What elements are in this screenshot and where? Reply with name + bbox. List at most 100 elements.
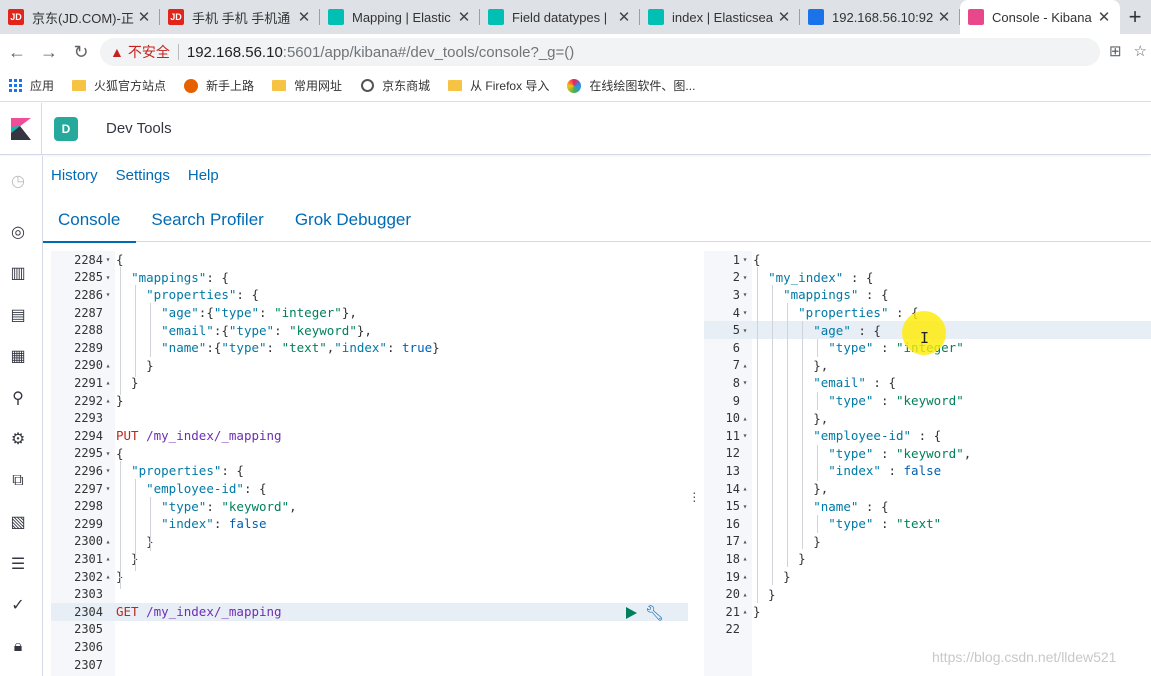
code-line[interactable]: 17▴ }	[704, 533, 1151, 551]
code-line[interactable]: 16 "type" : "text"	[704, 515, 1151, 533]
browser-tab[interactable]: Field datatypes |✕	[480, 0, 640, 34]
code-line[interactable]: 20▴ }	[704, 585, 1151, 603]
space-avatar[interactable]: D	[54, 116, 78, 141]
tab-console[interactable]: Console	[43, 198, 137, 243]
browser-tab[interactable]: Console - Kibana✕	[960, 0, 1120, 34]
bookmark-item[interactable]: 新手上路	[184, 77, 254, 94]
fold-toggle-icon[interactable]: ▴	[742, 413, 748, 423]
fold-toggle-icon[interactable]: ▾	[742, 378, 748, 388]
fold-toggle-icon[interactable]: ▴	[105, 360, 111, 370]
fold-toggle-icon[interactable]: ▴	[105, 378, 111, 388]
fold-toggle-icon[interactable]: ▾	[742, 272, 748, 282]
fold-toggle-icon[interactable]: ▾	[742, 431, 748, 441]
bookmark-star-icon[interactable]: ☆	[1133, 43, 1147, 60]
help-link[interactable]: Help	[187, 167, 219, 184]
maps-icon[interactable]: ⚲	[12, 390, 24, 407]
code-line[interactable]: 2288 "email":{"type": "keyword"},	[51, 321, 688, 339]
discover-compass-icon[interactable]: ◎	[11, 224, 25, 241]
code-line[interactable]: 9 "type" : "keyword"	[704, 392, 1151, 410]
ml-icon[interactable]: ⚙	[10, 431, 26, 448]
recent-clock-icon[interactable]: ◷	[11, 173, 25, 190]
fold-toggle-icon[interactable]: ▴	[105, 396, 111, 406]
fold-toggle-icon[interactable]: ▾	[105, 484, 111, 494]
code-line[interactable]: 2297▾ "employee-id": {	[51, 480, 688, 498]
code-line[interactable]: 2▾ "my_index" : {	[704, 269, 1151, 287]
close-tab-icon[interactable]: ✕	[457, 9, 471, 26]
fold-toggle-icon[interactable]: ▾	[105, 290, 111, 300]
close-tab-icon[interactable]: ✕	[617, 9, 631, 26]
fold-toggle-icon[interactable]: ▴	[742, 484, 748, 494]
bookmark-item[interactable]: 火狐官方站点	[72, 77, 166, 94]
dashboard-icon[interactable]: ▤	[10, 307, 26, 324]
code-line[interactable]: 21▴}	[704, 603, 1151, 621]
close-tab-icon[interactable]: ✕	[937, 9, 951, 26]
translate-icon[interactable]: ⊞	[1108, 43, 1122, 60]
code-line[interactable]: 14▴ },	[704, 480, 1151, 498]
kibana-logo-icon[interactable]	[0, 102, 42, 155]
bookmark-item[interactable]: 常用网址	[272, 77, 342, 94]
logs-icon[interactable]: ▧	[10, 514, 26, 531]
browser-tab[interactable]: Mapping | Elastic✕	[320, 0, 480, 34]
new-tab-button[interactable]: +	[1128, 4, 1142, 29]
code-line[interactable]: 2306	[51, 638, 688, 656]
fold-toggle-icon[interactable]: ▴	[742, 554, 748, 564]
send-request-play-icon[interactable]	[626, 607, 637, 619]
infrastructure-icon[interactable]: ⧉	[12, 472, 24, 489]
code-line[interactable]: 3▾ "mappings" : {	[704, 286, 1151, 304]
code-line[interactable]: 8▾ "email" : {	[704, 374, 1151, 392]
code-line[interactable]: 12 "type" : "keyword",	[704, 445, 1151, 463]
code-line[interactable]: 1▾{	[704, 251, 1151, 269]
fold-toggle-icon[interactable]: ▴	[742, 607, 748, 617]
fold-toggle-icon[interactable]: ▾	[105, 255, 111, 265]
fold-toggle-icon[interactable]: ▾	[742, 255, 748, 265]
code-line[interactable]: 2300▴ }	[51, 533, 688, 551]
code-line[interactable]: 2286▾ "properties": {	[51, 286, 688, 304]
security-lock-icon[interactable]: 🔒︎	[13, 638, 23, 655]
bookmark-item[interactable]: 应用	[8, 77, 54, 94]
code-line[interactable]: 2293	[51, 409, 688, 427]
fold-toggle-icon[interactable]: ▾	[742, 325, 748, 335]
fold-toggle-icon[interactable]: ▴	[742, 572, 748, 582]
apm-icon[interactable]: ☰	[10, 556, 26, 573]
back-button[interactable]: ←	[8, 41, 26, 62]
fold-toggle-icon[interactable]: ▾	[742, 308, 748, 318]
code-line[interactable]: 2302▴}	[51, 568, 688, 586]
code-line[interactable]: 2295▾{	[51, 445, 688, 463]
code-line[interactable]: 22	[704, 621, 1151, 639]
close-tab-icon[interactable]: ✕	[137, 9, 151, 26]
fold-toggle-icon[interactable]: ▾	[742, 290, 748, 300]
bookmark-item[interactable]: 京东商城	[360, 77, 430, 94]
fold-toggle-icon[interactable]: ▴	[105, 554, 111, 564]
code-line[interactable]: 18▴ }	[704, 550, 1151, 568]
fold-toggle-icon[interactable]: ▴	[742, 536, 748, 546]
forward-button[interactable]: →	[40, 41, 58, 62]
close-tab-icon[interactable]: ✕	[1097, 9, 1111, 26]
code-line[interactable]: 2292▴}	[51, 392, 688, 410]
fold-toggle-icon[interactable]: ▴	[105, 572, 111, 582]
code-line[interactable]: 2289 "name":{"type": "text","index": tru…	[51, 339, 688, 357]
bookmark-item[interactable]: 从 Firefox 导入	[448, 77, 549, 94]
code-line[interactable]: 2305	[51, 621, 688, 639]
settings-link[interactable]: Settings	[115, 167, 170, 184]
fold-toggle-icon[interactable]: ▾	[105, 448, 111, 458]
close-tab-icon[interactable]: ✕	[777, 9, 791, 26]
tab-grok-debugger[interactable]: Grok Debugger	[294, 210, 412, 229]
visualize-icon[interactable]: ▥	[10, 265, 26, 282]
code-line[interactable]: 2299 "index": false	[51, 515, 688, 533]
close-tab-icon[interactable]: ✕	[297, 9, 311, 26]
fold-toggle-icon[interactable]: ▾	[105, 272, 111, 282]
panel-resize-handle[interactable]: ···	[692, 484, 697, 508]
uptime-icon[interactable]: ✓	[11, 597, 25, 614]
code-line[interactable]: 2303	[51, 585, 688, 603]
fold-toggle-icon[interactable]: ▴	[742, 360, 748, 370]
reload-button[interactable]: ↻	[73, 41, 89, 62]
code-line[interactable]: 2285▾ "mappings": {	[51, 269, 688, 287]
code-line[interactable]: 2296▾ "properties": {	[51, 462, 688, 480]
code-line[interactable]: 2298 "type": "keyword",	[51, 497, 688, 515]
code-line[interactable]: 15▾ "name" : {	[704, 497, 1151, 515]
code-line[interactable]: 11▾ "employee-id" : {	[704, 427, 1151, 445]
